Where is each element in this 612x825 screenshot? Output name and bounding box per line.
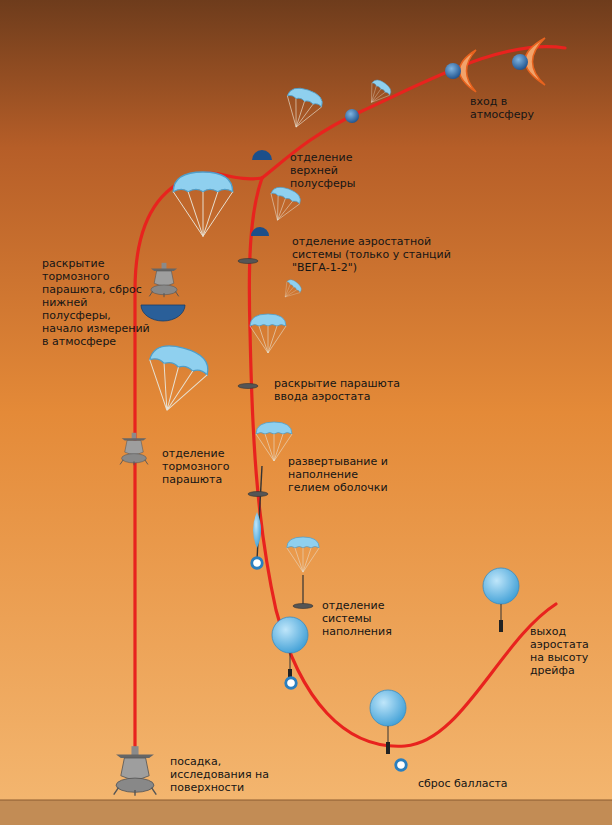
balloon-branch [238, 184, 519, 770]
parachute [263, 184, 303, 226]
ballast [396, 760, 407, 771]
step-label: посадка, исследования на поверхности [170, 756, 280, 795]
ground-line [0, 800, 612, 801]
trajectory [135, 46, 565, 765]
plasma-arc [460, 50, 477, 92]
ground [0, 800, 612, 825]
upper-hemisphere [252, 150, 272, 160]
step-label: развертывание и наполнение гелием оболоч… [288, 456, 403, 495]
suspension-line [302, 575, 303, 604]
step-label: отделение аэростатной системы (только у … [292, 236, 472, 275]
balloon-trajectory [249, 178, 556, 746]
ballast [252, 558, 263, 569]
aerostat-capsule [251, 227, 269, 236]
pilot-chute [279, 277, 304, 302]
lander-trajectory [135, 173, 262, 765]
plasma-arc [525, 38, 545, 85]
aerostat-system [238, 384, 258, 389]
deployment-chute [250, 314, 286, 353]
lander [149, 263, 178, 297]
filling-system [293, 604, 313, 609]
braking-chute [138, 340, 212, 418]
inflating-envelope [253, 512, 261, 548]
capsule [445, 63, 461, 79]
ballast [286, 678, 297, 689]
aerostat-system [238, 259, 258, 264]
lander-on-surface [114, 746, 157, 796]
parachute [279, 84, 325, 132]
lower-hemisphere [141, 305, 185, 321]
step-label: отделение верхней полусферы [290, 152, 390, 191]
step-label: отделение тормозного парашюта [162, 448, 262, 487]
braking-chute [173, 172, 232, 236]
step-label: раскрытие тормозного парашюта, сброс ниж… [42, 258, 150, 349]
drogue-chute [363, 77, 394, 109]
step-label: сброс балласта [418, 778, 538, 791]
balloon [370, 690, 406, 754]
capsule [345, 109, 359, 123]
step-label: выход аэростата на высоту дрейфа [530, 626, 606, 678]
deployment-chute [256, 422, 292, 461]
capsule [512, 54, 528, 70]
step-label: раскрытие парашюта ввода аэростата [274, 378, 424, 404]
step-label: вход в атмосферу [470, 96, 565, 122]
lander [120, 433, 148, 465]
balloon [483, 568, 519, 632]
step-label: отделение системы наполнения [322, 600, 412, 639]
deployment-chute [287, 537, 319, 572]
balloon [272, 617, 308, 681]
filling-system [248, 492, 268, 497]
